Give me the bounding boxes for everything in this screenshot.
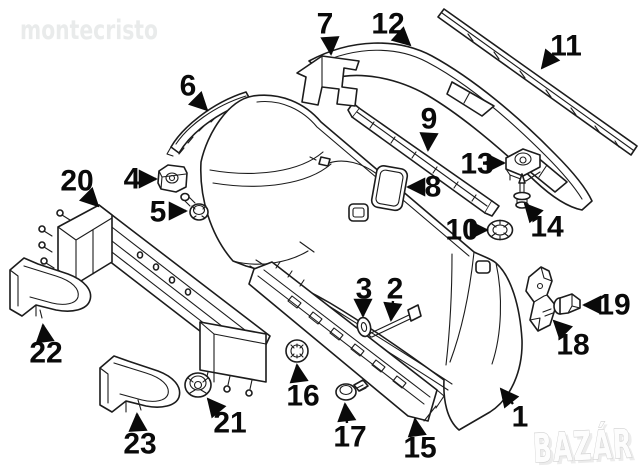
callout-14-label: 14 (530, 211, 564, 244)
callout-15-arrow (407, 417, 427, 438)
watermark-bazar-shadow: BAZÁR (535, 422, 637, 471)
part-18-outline (525, 266, 557, 332)
part-18-bracket (525, 266, 557, 332)
callout-4-label: 4 (124, 163, 141, 196)
callout-16-label: 16 (286, 380, 319, 413)
callout-7-label: 7 (317, 8, 334, 41)
callout-21: 21 (206, 397, 247, 440)
callout-8-label: 8 (425, 171, 442, 204)
part-23-bracket-right (99, 355, 181, 413)
callout-17: 17 (333, 402, 367, 454)
callout-21-label: 21 (213, 407, 246, 440)
part-13-clip-nut (505, 148, 541, 182)
part-14-outline (513, 191, 531, 201)
callout-6-label: 6 (180, 70, 197, 103)
callout-3: 3 (353, 273, 373, 318)
part-8-outline (370, 165, 409, 212)
callout-6-arrow (187, 90, 209, 112)
callout-13: 13 (460, 148, 506, 181)
part-2-pin (369, 304, 422, 338)
part-8-tow-hook-cover (309, 156, 409, 212)
callout-1-arrow (499, 387, 520, 409)
callout-8: 8 (406, 171, 442, 204)
callout-14-arrow (523, 202, 544, 224)
part-4-clip-nut (157, 164, 188, 193)
callout-5: 5 (150, 196, 188, 229)
callout-16: 16 (286, 363, 320, 413)
part-23-outline (99, 355, 181, 413)
part-5-bolt (180, 192, 209, 221)
part-7-bracket (296, 55, 360, 107)
callout-23-label: 23 (123, 428, 156, 461)
part-22-bracket-left (9, 257, 92, 319)
callout-15: 15 (403, 417, 437, 465)
callout-10: 10 (445, 214, 489, 247)
watermark-bazar-text: BAZÁR (532, 419, 634, 471)
callout-18-label: 18 (556, 329, 589, 362)
part-17-outline (335, 383, 357, 401)
callout-11: 11 (540, 30, 582, 70)
callout-2: 2 (383, 273, 404, 322)
watermark-bazar: BAZÁR BAZÁR (531, 419, 637, 471)
callout-15-label: 15 (403, 432, 436, 465)
part-16-outline (285, 339, 309, 363)
callout-18-arrow (552, 319, 574, 341)
part-1-outline (199, 94, 523, 431)
part-7-outline (296, 55, 360, 107)
callout-22-arrow (35, 323, 55, 344)
callout-9-arrow (419, 132, 439, 152)
callout-22-label: 22 (29, 337, 62, 370)
part-21-nut (184, 372, 212, 398)
callout-22: 22 (29, 323, 63, 370)
callout-1: 1 (499, 387, 529, 434)
callout-6: 6 (180, 70, 209, 112)
part-11-molding-strip (437, 8, 638, 156)
callout-1-label: 1 (512, 401, 529, 434)
part-17-bolt (335, 379, 369, 401)
callout-19-label: 19 (597, 289, 630, 322)
part-4-outline (157, 164, 188, 193)
callout-23: 23 (123, 412, 157, 461)
callout-20: 20 (60, 165, 100, 208)
callout-4: 4 (124, 163, 158, 196)
callout-17-label: 17 (333, 421, 366, 454)
callout-16-arrow (289, 363, 309, 384)
callout-14: 14 (523, 202, 564, 244)
part-21-outline (184, 372, 212, 398)
part-19-bolt (542, 293, 581, 317)
part-22-outline (9, 257, 92, 317)
callout-5-label: 5 (150, 196, 167, 229)
watermark-montecristo: montecristo (20, 15, 158, 46)
part-1-bumper-cover (199, 94, 523, 431)
callout-20-label: 20 (60, 165, 93, 198)
part-10-grommet (486, 219, 514, 241)
callout-11-label: 11 (550, 30, 582, 63)
callout-7: 7 (317, 8, 340, 56)
callout-2-arrow (383, 300, 403, 322)
callout-17-arrow (337, 402, 357, 424)
callout-7-arrow (320, 36, 340, 56)
callout-11-arrow (540, 48, 561, 70)
callout-21-arrow (206, 397, 227, 419)
callout-19: 19 (582, 289, 631, 322)
callout-9: 9 (419, 103, 439, 152)
callout-10-label: 10 (445, 214, 478, 247)
callout-12: 12 (371, 8, 412, 47)
callout-18: 18 (552, 319, 590, 362)
part-9-support-strip (347, 102, 500, 217)
callout-13-label: 13 (460, 148, 493, 181)
callout-23-arrow (128, 412, 148, 432)
part-15-energy-absorber (248, 261, 445, 422)
callout-3-label: 3 (356, 273, 373, 306)
callout-20-arrow (78, 186, 100, 208)
callout-2-label: 2 (387, 273, 404, 306)
part-19-outline (559, 293, 581, 315)
part-14-screw-rivet (513, 173, 531, 209)
callout-9-label: 9 (421, 103, 438, 136)
part-16-nut (285, 339, 309, 363)
callout-12-arrow (390, 26, 412, 47)
